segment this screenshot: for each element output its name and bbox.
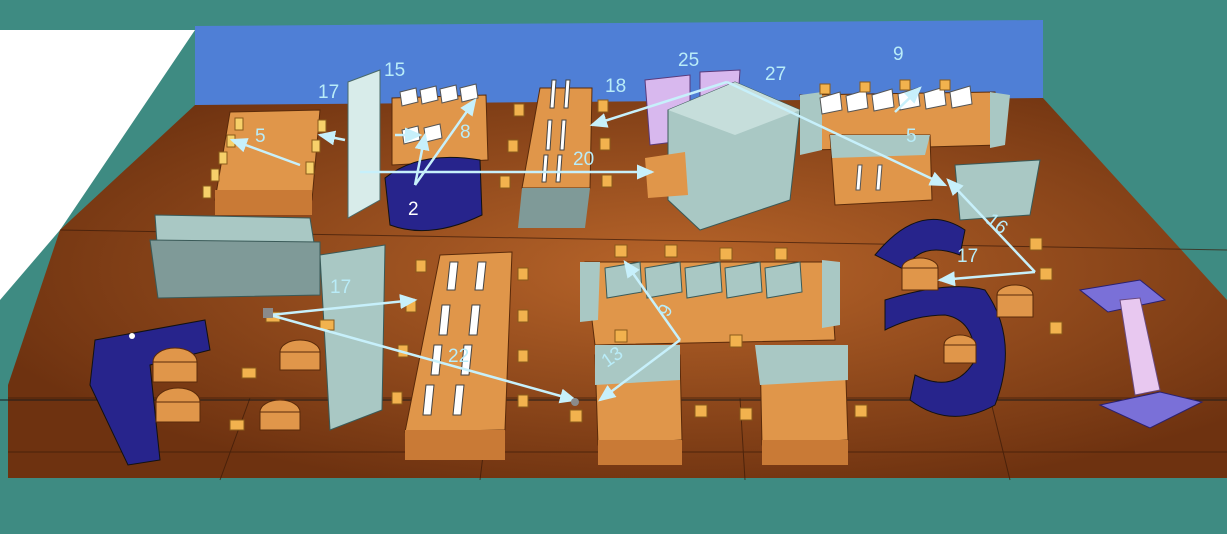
label-2: 2	[408, 199, 419, 220]
desk-group-white-chairs	[392, 84, 488, 165]
lounge-partition-center-left	[385, 157, 482, 230]
sofa-left	[150, 215, 320, 298]
label-8: 8	[460, 122, 471, 143]
path-node	[571, 398, 579, 406]
label-9-top: 9	[893, 44, 904, 65]
label-17-left: 17	[330, 277, 351, 298]
label-15: 15	[384, 60, 405, 81]
label-18: 18	[605, 76, 626, 97]
label-25: 25	[678, 50, 699, 71]
label-17-right: 17	[957, 246, 978, 267]
label-17-top: 17	[318, 82, 339, 103]
label-5-left: 5	[255, 126, 266, 147]
floor-front-edge	[8, 478, 1227, 528]
label-27: 27	[765, 64, 786, 85]
label-5-right: 5	[906, 126, 917, 147]
partition-left-top	[348, 70, 380, 218]
path-node	[263, 308, 273, 318]
label-22: 22	[448, 346, 469, 367]
label-20: 20	[573, 149, 594, 170]
